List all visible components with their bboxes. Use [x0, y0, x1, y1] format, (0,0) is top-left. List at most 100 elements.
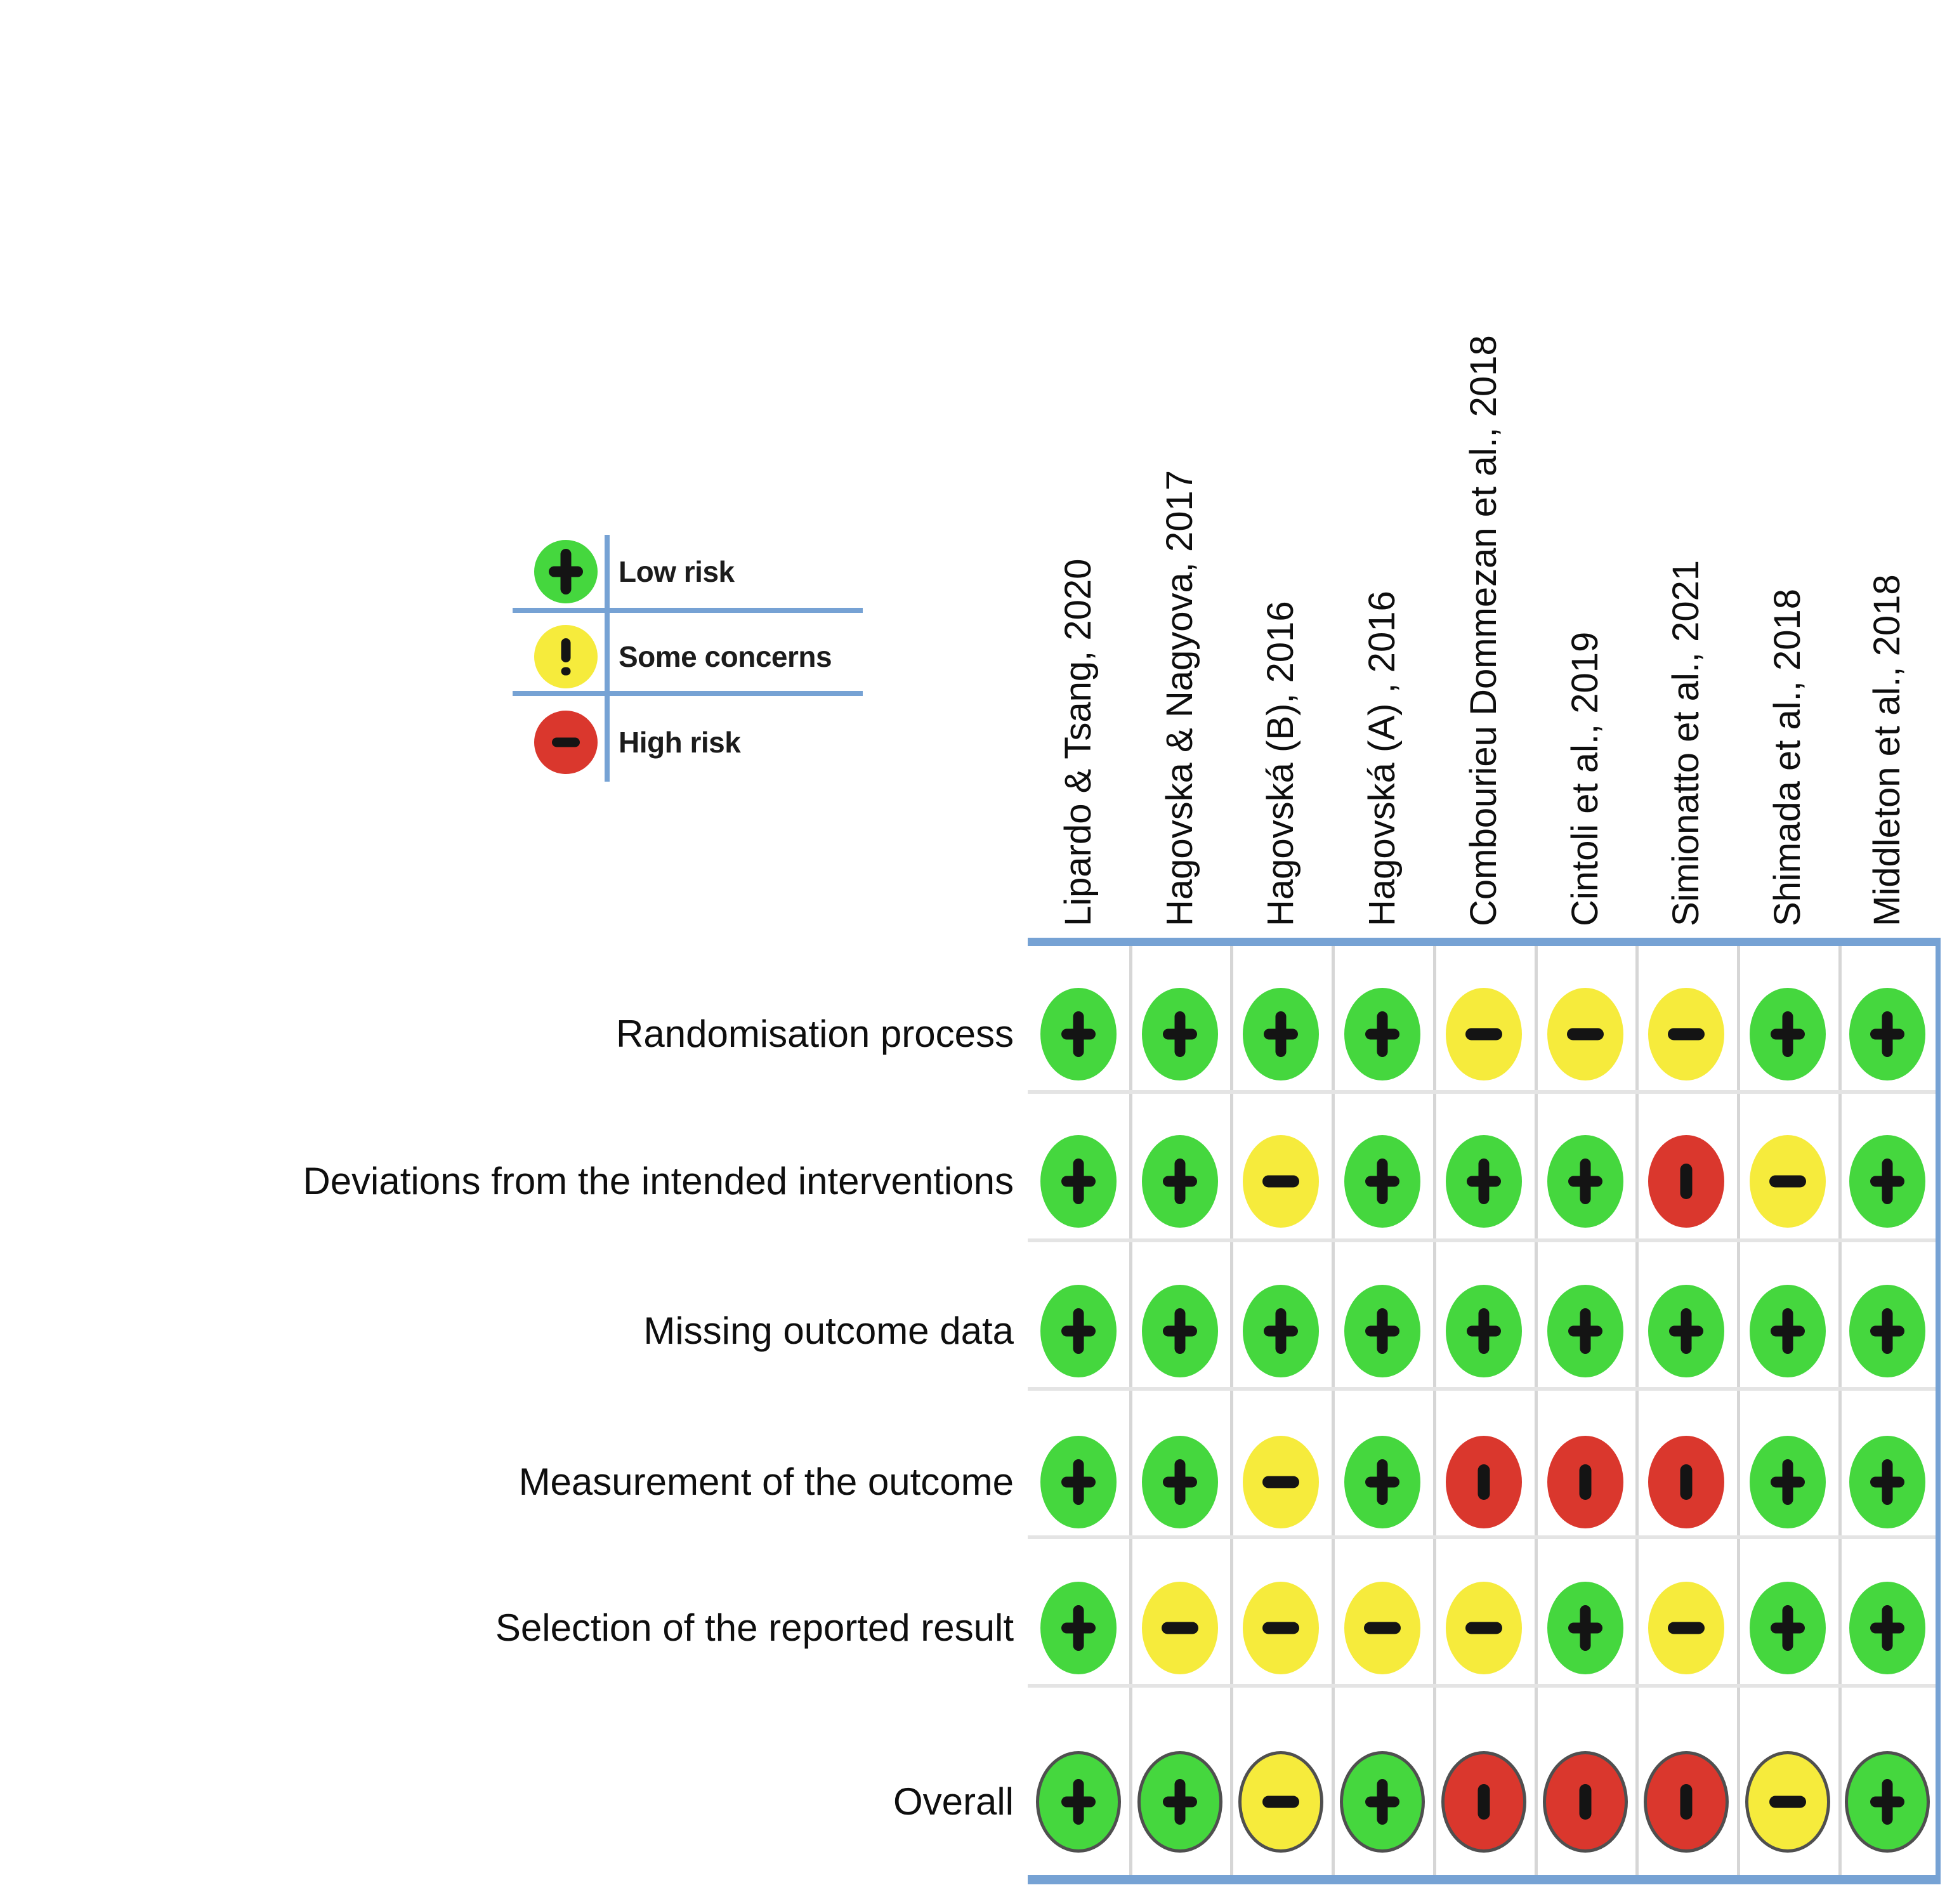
- judgement-low-circle: [1142, 988, 1218, 1080]
- judgement-low-symbol-icon: [1867, 1459, 1908, 1505]
- judgement-low-symbol-icon: [1565, 1308, 1606, 1354]
- judgement-low-symbol-icon: [1767, 1459, 1808, 1505]
- judgement-some-circle: [1446, 988, 1522, 1080]
- judgement-some-circle: [1344, 1582, 1420, 1674]
- judgement-high-circle: [1445, 1754, 1523, 1849]
- judgement-low-circle: [1750, 988, 1826, 1080]
- domain-label: Selection of the reported result: [495, 1606, 1014, 1649]
- judgement-low-symbol-icon: [1867, 1605, 1908, 1651]
- judgement-high-circle: [1446, 1436, 1522, 1528]
- judgement-some-symbol-icon: [1364, 1622, 1401, 1634]
- judgement-low-circle: [1142, 1285, 1218, 1377]
- judgement-low-symbol-icon: [1867, 1011, 1908, 1057]
- judgement-low-circle: [1446, 1135, 1522, 1228]
- judgement-low-circle: [1849, 1135, 1925, 1228]
- legend-label-low: Low risk: [619, 555, 735, 588]
- judgement-some-circle: [1243, 1582, 1319, 1674]
- judgement-low-circle: [1848, 1754, 1927, 1849]
- judgement-some-symbol-icon: [1262, 1622, 1299, 1634]
- judgement-low-symbol-icon: [1867, 1308, 1908, 1354]
- judgement-some-circle: [1648, 1582, 1724, 1674]
- legend-label-high: High risk: [619, 726, 741, 759]
- judgement-high-circle: [1648, 1436, 1724, 1528]
- judgement-high-symbol-icon: [1679, 1164, 1693, 1199]
- judgement-some-circle: [1547, 988, 1623, 1080]
- legend-high-risk-icon: [534, 711, 598, 774]
- judgement-low-circle: [1040, 988, 1117, 1080]
- judgement-low-circle: [1849, 1285, 1925, 1377]
- legend-horizontal-divider: [513, 691, 863, 696]
- legend-some-symbol-icon: [561, 638, 571, 676]
- judgement-low-symbol-icon: [1160, 1308, 1200, 1354]
- grid-row-divider: [1028, 1090, 1936, 1094]
- study-header: Middleton et al., 2018: [1866, 574, 1908, 926]
- study-header: Cintoli et al., 2019: [1564, 631, 1606, 926]
- judgement-some-circle: [1748, 1754, 1827, 1849]
- judgement-low-symbol-icon: [1767, 1308, 1808, 1354]
- judgement-some-symbol-icon: [1668, 1028, 1705, 1041]
- judgement-high-circle: [1647, 1754, 1726, 1849]
- judgement-some-circle: [1243, 1436, 1319, 1528]
- grid-column-divider: [1838, 946, 1842, 1875]
- judgement-low-symbol-icon: [1362, 1159, 1403, 1204]
- judgement-low-symbol-icon: [1261, 1011, 1301, 1057]
- judgement-some-circle: [1750, 1135, 1826, 1228]
- domain-label: Deviations from the intended interventio…: [303, 1160, 1014, 1202]
- judgement-low-circle: [1547, 1582, 1623, 1674]
- grid-column-divider: [1535, 946, 1538, 1875]
- grid-column-divider: [1332, 946, 1335, 1875]
- judgement-low-circle: [1648, 1285, 1724, 1377]
- judgement-low-circle: [1547, 1285, 1623, 1377]
- judgement-low-symbol-icon: [1362, 1779, 1403, 1825]
- judgement-low-symbol-icon: [1058, 1459, 1099, 1505]
- judgement-high-symbol-icon: [1578, 1464, 1592, 1500]
- grid-column-divider: [1737, 946, 1740, 1875]
- judgement-some-circle: [1243, 1135, 1319, 1228]
- domain-label: Overall: [893, 1780, 1014, 1823]
- grid-bottom-border: [1028, 1875, 1941, 1884]
- judgement-low-symbol-icon: [1666, 1308, 1707, 1354]
- legend-low-risk-icon: [534, 540, 598, 603]
- grid-row-divider: [1028, 1387, 1936, 1391]
- judgement-low-circle: [1750, 1285, 1826, 1377]
- grid-column-divider: [1635, 946, 1639, 1875]
- grid-row-divider: [1028, 1684, 1936, 1688]
- judgement-low-circle: [1039, 1754, 1118, 1849]
- judgement-low-symbol-icon: [1160, 1159, 1200, 1204]
- judgement-high-symbol-icon: [1477, 1464, 1491, 1500]
- judgement-low-circle: [1344, 1436, 1420, 1528]
- judgement-low-symbol-icon: [1767, 1605, 1808, 1651]
- study-header: Lipardo & Tsang, 2020: [1058, 558, 1099, 926]
- judgement-low-symbol-icon: [1160, 1011, 1200, 1057]
- judgement-low-circle: [1446, 1285, 1522, 1377]
- study-header: Hagovská (A) , 2016: [1361, 591, 1403, 926]
- judgement-some-circle: [1242, 1754, 1320, 1849]
- judgement-low-symbol-icon: [1464, 1308, 1504, 1354]
- judgement-some-symbol-icon: [1262, 1796, 1299, 1808]
- judgement-some-circle: [1446, 1582, 1522, 1674]
- judgement-low-symbol-icon: [1058, 1779, 1099, 1825]
- judgement-low-symbol-icon: [1058, 1308, 1099, 1354]
- judgement-low-symbol-icon: [1362, 1011, 1403, 1057]
- judgement-low-symbol-icon: [1261, 1308, 1301, 1354]
- judgement-low-circle: [1243, 1285, 1319, 1377]
- study-header: Simionatto et al., 2021: [1665, 560, 1707, 926]
- judgement-high-symbol-icon: [1679, 1784, 1693, 1820]
- judgement-low-circle: [1040, 1285, 1117, 1377]
- judgement-low-circle: [1849, 988, 1925, 1080]
- judgement-low-circle: [1344, 1285, 1420, 1377]
- study-header: Shimada et al., 2018: [1767, 588, 1808, 926]
- judgement-high-symbol-icon: [1679, 1464, 1693, 1500]
- judgement-low-symbol-icon: [1058, 1011, 1099, 1057]
- judgement-low-circle: [1750, 1436, 1826, 1528]
- judgement-low-circle: [1849, 1436, 1925, 1528]
- grid-row-divider: [1028, 1238, 1936, 1242]
- judgement-low-symbol-icon: [1464, 1159, 1504, 1204]
- judgement-low-symbol-icon: [1160, 1459, 1200, 1505]
- judgement-high-symbol-icon: [1477, 1784, 1491, 1820]
- legend-label-some: Some concerns: [619, 640, 832, 673]
- judgement-low-circle: [1141, 1754, 1219, 1849]
- judgement-high-circle: [1546, 1754, 1625, 1849]
- judgement-some-symbol-icon: [1769, 1796, 1806, 1808]
- judgement-high-circle: [1648, 1135, 1724, 1228]
